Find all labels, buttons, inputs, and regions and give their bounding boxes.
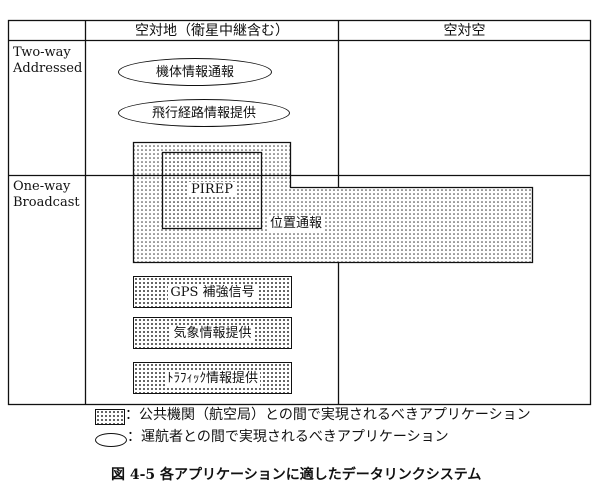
app-traffic-label: ﾄﾗﾌｨｯｸ情報提供 [164, 370, 260, 386]
app-traffic: ﾄﾗﾌｨｯｸ情報提供 [133, 362, 292, 394]
app-aircraft-info: 機体情報通報 [118, 58, 272, 86]
app-position-report-label: 位置通報 [268, 216, 325, 231]
row-label-two-way: Two-way Addressed [13, 45, 83, 76]
legend-operator-text: ：運航者との間で実現されるべきアプリケーション [127, 429, 449, 445]
app-flight-route-label: 飛行経路情報提供 [151, 105, 256, 121]
app-weather: 気象情報提供 [133, 317, 292, 349]
app-flight-route: 飛行経路情報提供 [118, 99, 290, 127]
app-weather-label: 気象情報提供 [171, 325, 254, 341]
app-gps-label: GPS 補強信号 [168, 284, 257, 300]
table-border [7, 19, 592, 406]
figure-caption: 図 4-5 各アプリケーションに適したデータリンクシステム [111, 467, 482, 483]
column-header-air-air: 空対空 [443, 22, 486, 39]
app-aircraft-info-label: 機体情報通報 [155, 64, 234, 80]
legend-dotted-box-icon [95, 409, 125, 425]
app-pirep-label: PIREP [189, 181, 235, 197]
legend-public-text: ：公共機関（航空局）との間で実現されるべきアプリケーション [125, 407, 531, 423]
row-label-one-way: One-way Broadcast [13, 179, 80, 210]
column-header-air-ground: 空対地（衛星中継含む） [135, 22, 289, 39]
legend-ellipse-icon [95, 433, 127, 447]
app-gps: GPS 補強信号 [133, 276, 292, 308]
